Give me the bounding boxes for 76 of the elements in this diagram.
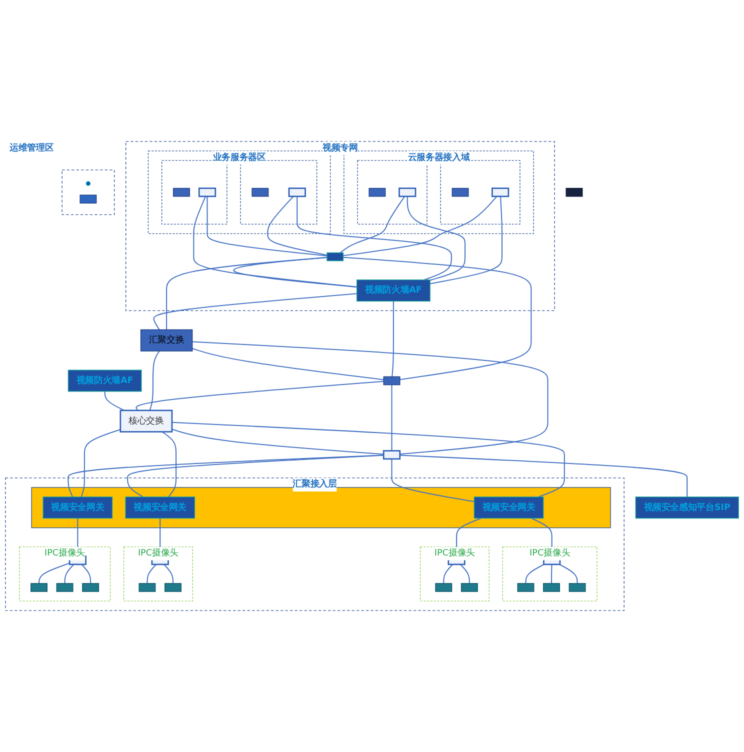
connector: [192, 348, 384, 380]
node-box: [80, 194, 97, 204]
connector: [81, 564, 92, 584]
cluster: [161, 160, 228, 225]
node-box: 视频安全网关: [125, 496, 196, 519]
connector: [267, 196, 328, 256]
connector: [430, 196, 502, 284]
node-box: [252, 188, 269, 197]
node-box: [382, 450, 401, 460]
node-box: [138, 583, 156, 592]
node-box: [198, 188, 216, 198]
connector: [192, 341, 548, 455]
connector: [206, 196, 328, 256]
node-box: 视频安全网关: [42, 496, 113, 519]
connector: [343, 196, 498, 256]
connector: [68, 454, 384, 498]
connector: [551, 564, 552, 584]
connector: [343, 256, 532, 380]
node-box: [517, 583, 534, 592]
node-circle: [86, 181, 91, 186]
connector: [80, 429, 121, 498]
connector: [146, 564, 157, 584]
connector: [172, 428, 384, 455]
node-box: [173, 188, 190, 197]
node-box: [56, 583, 74, 592]
connector: [296, 196, 452, 280]
node-box: [398, 188, 416, 198]
connector: [525, 564, 544, 584]
connector: [391, 384, 392, 451]
connector: [460, 564, 470, 584]
node-box: 核心交换: [120, 410, 173, 432]
connector: [391, 458, 474, 502]
node-box: [164, 583, 182, 592]
node-box: [568, 583, 586, 592]
connector: [172, 422, 565, 498]
connector: [38, 562, 70, 584]
cluster: [357, 160, 428, 225]
cluster: [62, 170, 115, 216]
node-box: [566, 188, 583, 197]
node-label: 运维管理区: [9, 142, 54, 153]
node-box: 视频安全网关: [474, 496, 544, 519]
connector: [127, 454, 384, 498]
connector: [234, 256, 357, 288]
node-box: 汇聚交换: [140, 329, 193, 352]
cluster: [31, 487, 611, 528]
connector: [162, 431, 177, 498]
node-box: [460, 583, 478, 592]
connector: [149, 350, 160, 411]
connector: [193, 196, 357, 288]
connector: [400, 454, 688, 497]
connector: [64, 564, 74, 584]
node-box: [383, 376, 400, 386]
connector: [166, 256, 328, 330]
cluster: [440, 160, 520, 225]
node-box: [82, 583, 100, 592]
connector: [153, 293, 357, 330]
node-box: 视频防火墙AF: [68, 370, 142, 392]
connector: [136, 380, 384, 411]
connector: [392, 301, 394, 377]
connector: [164, 564, 174, 584]
node-box: 视频防火墙AF: [356, 280, 430, 302]
node-box: [543, 583, 560, 592]
node-box: [368, 188, 386, 197]
node-box: 视频安全感知平台SIP: [635, 496, 739, 519]
connector: [406, 196, 466, 281]
connector: [559, 564, 578, 584]
node-box: [326, 252, 344, 262]
connector: [104, 391, 125, 411]
node-box: [492, 188, 510, 198]
node-box: [452, 188, 469, 197]
cluster: [240, 160, 318, 225]
connector: [443, 564, 454, 584]
connector: [340, 196, 406, 254]
node-box: [435, 583, 452, 592]
node-box: [288, 188, 306, 198]
node-box: [30, 583, 48, 592]
